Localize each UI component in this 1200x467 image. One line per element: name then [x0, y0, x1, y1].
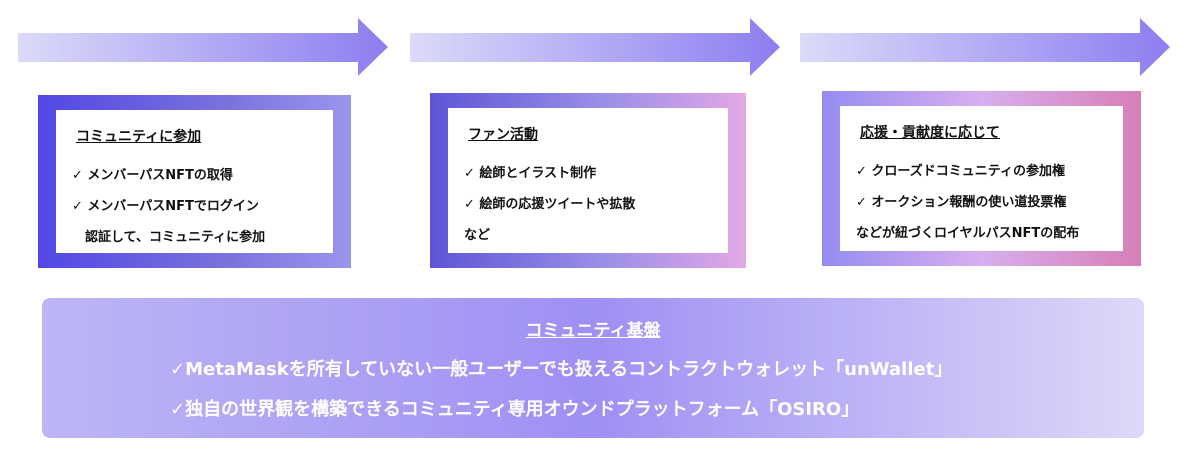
arrow-1 — [18, 18, 388, 76]
step-line: ✓ メンバーパスNFTでログイン — [72, 199, 259, 214]
step-fan-activity: ファン活動 ✓ 絵師とイラスト制作 ✓ 絵師の応援ツイートや拡散 など — [430, 93, 746, 268]
step-title: 応援・貢献度に応じて — [860, 125, 1000, 141]
foundation-line: ✓MetaMaskを所有していない一般ユーザーでも扱えるコントラクトウォレット「… — [170, 359, 953, 380]
step-line: など — [464, 228, 491, 243]
step-line: ✓ 絵師の応援ツイートや拡散 — [464, 197, 636, 212]
step-title: コミュニティに参加 — [76, 129, 202, 145]
step-line: などが紐づくロイヤルパスNFTの配布 — [856, 226, 1080, 241]
step-line: ✓ 絵師とイラスト制作 — [464, 166, 597, 181]
arrow-2 — [410, 18, 780, 76]
step-line: ✓ オークション報酬の使い道投票権 — [856, 195, 1067, 210]
step-line: 認証して、コミュニティに参加 — [72, 230, 266, 245]
step-title: ファン活動 — [468, 127, 538, 143]
step-community-join: コミュニティに参加 ✓ メンバーパスNFTの取得 ✓ メンバーパスNFTでログイ… — [38, 95, 351, 268]
foundation-title: コミュニティ基盤 — [525, 321, 661, 341]
step-line: ✓ メンバーパスNFTの取得 — [72, 168, 233, 183]
step-line: ✓ クローズドコミュニティの参加権 — [856, 164, 1065, 179]
community-foundation-panel: コミュニティ基盤 ✓MetaMaskを所有していない一般ユーザーでも扱えるコント… — [42, 298, 1144, 438]
foundation-line: ✓独自の世界観を構築できるコミュニティ専用オウンドプラットフォーム「OSIRO」 — [170, 399, 860, 420]
flow-arrows — [18, 18, 1170, 76]
arrow-3 — [800, 18, 1170, 76]
step-rewards: 応援・貢献度に応じて ✓ クローズドコミュニティの参加権 ✓ オークション報酬の… — [822, 91, 1141, 266]
